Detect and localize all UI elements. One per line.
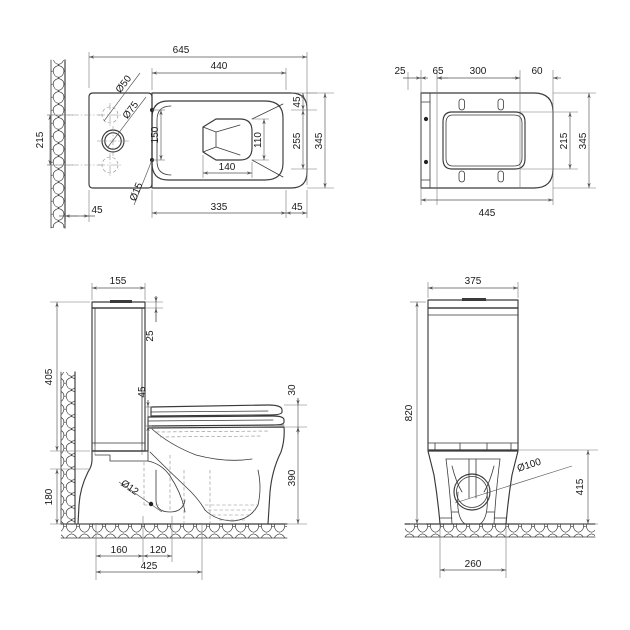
floor-hatch-side xyxy=(60,523,288,539)
pan-front-outline xyxy=(427,450,519,525)
hinge-bolt-dot xyxy=(423,116,429,122)
seat-aperture-outer xyxy=(442,111,526,170)
dimension-set-side: 155 25 45 405 180 xyxy=(44,276,307,580)
wall-hatch-plan xyxy=(50,59,66,229)
dim-45-side: 45 xyxy=(137,386,148,398)
dim-45-plan-left: 45 xyxy=(91,205,103,216)
seat-bumper-slots xyxy=(458,98,504,183)
dim-255: 255 xyxy=(292,132,303,149)
water-fill xyxy=(205,504,258,521)
dimension-set-plan-top: 645 440 335 45 45 xyxy=(35,45,334,228)
hinge-bolt-dot xyxy=(423,159,429,165)
dim-150: 150 xyxy=(150,126,161,143)
floor-hatch-front xyxy=(404,523,596,538)
dim-215-seat: 215 xyxy=(559,132,570,149)
dim-140: 140 xyxy=(219,162,236,173)
dimension-set-front: 375 820 415 260 xyxy=(404,276,598,578)
dim-300-seat: 300 xyxy=(470,66,487,77)
dim-60-seat: 60 xyxy=(531,66,543,77)
dim-445-seat: 445 xyxy=(479,208,496,219)
dim-160: 160 xyxy=(111,545,128,556)
dim-45-plan-vert: 45 xyxy=(292,96,303,108)
dim-65-seat: 65 xyxy=(432,66,444,77)
dim-440: 440 xyxy=(211,61,228,72)
cistern-front-outline xyxy=(427,298,519,452)
dim-120: 120 xyxy=(150,545,167,556)
dim-45-plan-right: 45 xyxy=(291,202,303,213)
dim-820: 820 xyxy=(404,404,415,421)
dim-25-seat: 25 xyxy=(394,66,406,77)
dim-110: 110 xyxy=(253,132,264,148)
dim-645: 645 xyxy=(173,45,190,56)
dim-25-side: 25 xyxy=(145,330,156,342)
dim-215-plan: 215 xyxy=(35,131,46,148)
dim-405: 405 xyxy=(44,368,55,385)
dimension-set-seat: 25 65 300 60 445 215 345 xyxy=(394,66,596,219)
seat-lid-side xyxy=(147,404,285,427)
dim-345-seat: 345 xyxy=(578,132,589,149)
seat-aperture-inner xyxy=(445,114,523,167)
cistern-fixing-holes xyxy=(97,103,129,177)
plan-view-seat: 25 65 300 60 445 215 345 xyxy=(394,66,596,219)
dim-415: 415 xyxy=(575,478,586,495)
dim-180: 180 xyxy=(44,488,55,505)
dim-390: 390 xyxy=(287,469,298,486)
wall-hatch-side xyxy=(60,371,76,525)
dim-30: 30 xyxy=(287,384,298,396)
dim-335: 335 xyxy=(211,202,228,213)
dim-345-plan: 345 xyxy=(314,132,325,149)
dim-155: 155 xyxy=(110,276,127,287)
dim-425: 425 xyxy=(141,561,158,572)
dim-375: 375 xyxy=(465,276,482,287)
dim-260: 260 xyxy=(465,559,482,570)
plan-view-top: 645 440 335 45 45 xyxy=(35,45,334,229)
